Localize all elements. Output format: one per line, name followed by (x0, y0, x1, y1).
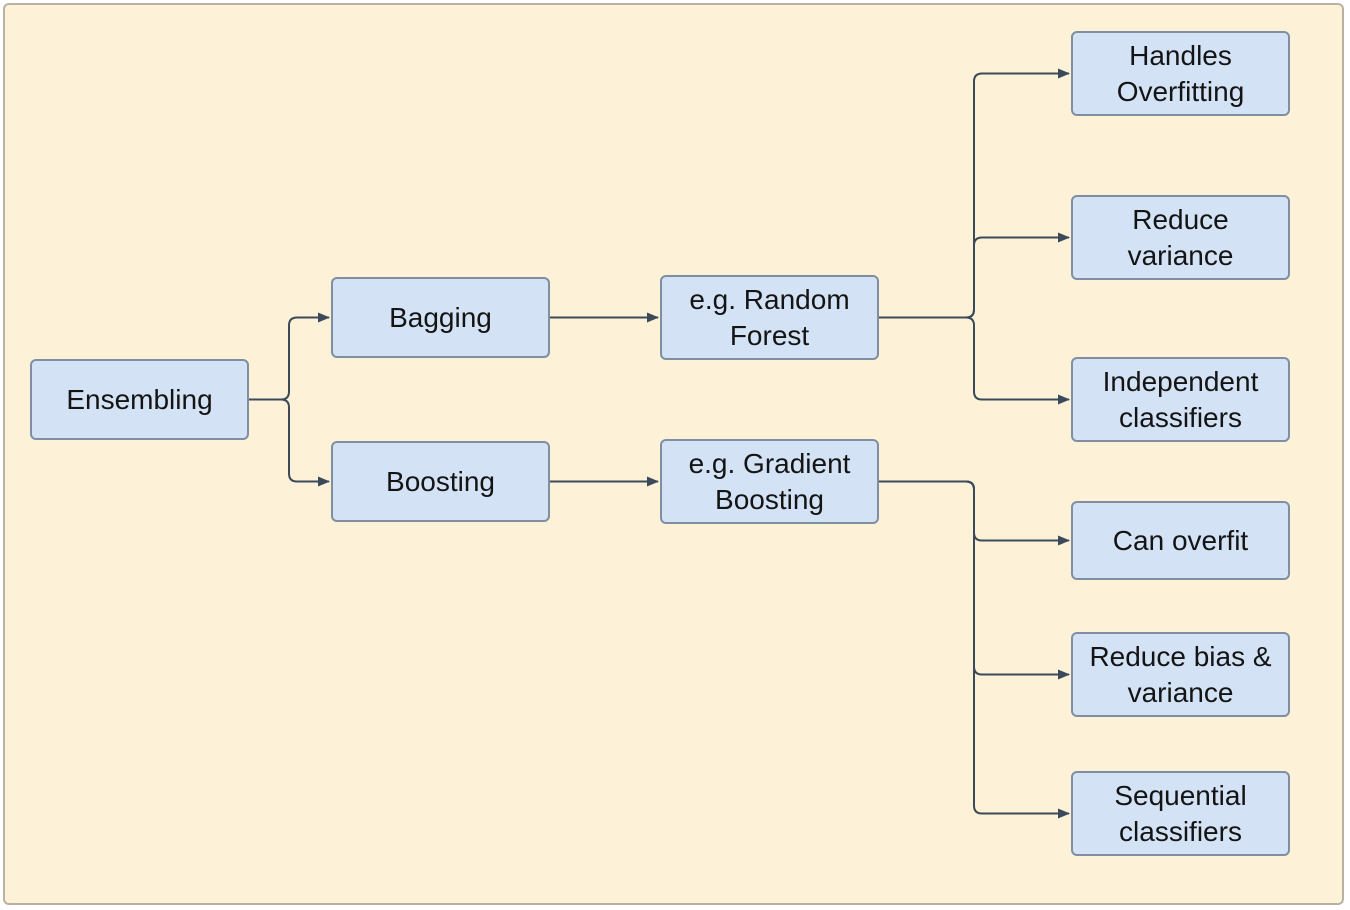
node-independent-classifiers-label: Independent classifiers (1102, 365, 1259, 433)
node-sequential-classifiers-label: Sequential classifiers (1114, 779, 1247, 847)
edge-random-forest-to-independent-classifiers (879, 316, 1070, 405)
node-ensembling: Ensembling (30, 359, 249, 440)
node-reduce-bias-variance-label: Reduce bias & variance (1089, 640, 1272, 708)
node-reduce-variance-label: Reduce variance (1127, 203, 1234, 271)
node-sequential-classifiers: Sequential classifiers (1071, 771, 1290, 856)
node-independent-classifiers: Independent classifiers (1071, 357, 1290, 442)
node-gradient-boosting: e.g. Gradient Boosting (660, 439, 879, 524)
node-can-overfit-label: Can overfit (1112, 524, 1249, 556)
edge-random-forest-to-reduce-variance (879, 232, 1070, 319)
edge-ensembling-to-boosting (249, 398, 330, 487)
edge-gradient-boosting-to-sequential-classifiers (879, 480, 1070, 819)
node-random-forest: e.g. Random Forest (660, 275, 879, 360)
node-boosting-label: Boosting (386, 465, 495, 497)
node-bagging-label: Bagging (389, 301, 492, 333)
node-boosting: Boosting (331, 441, 550, 522)
node-handles-overfitting: Handles Overfitting (1071, 31, 1290, 116)
node-gradient-boosting-label: e.g. Gradient Boosting (688, 447, 851, 515)
edge-ensembling-to-bagging (249, 312, 330, 401)
node-reduce-variance: Reduce variance (1071, 195, 1290, 280)
node-ensembling-label: Ensembling (66, 383, 213, 415)
node-random-forest-label: e.g. Random Forest (689, 283, 850, 351)
node-bagging: Bagging (331, 277, 550, 358)
node-handles-overfitting-label: Handles Overfitting (1116, 39, 1245, 107)
node-reduce-bias-variance: Reduce bias & variance (1071, 632, 1290, 717)
node-can-overfit: Can overfit (1071, 501, 1290, 580)
